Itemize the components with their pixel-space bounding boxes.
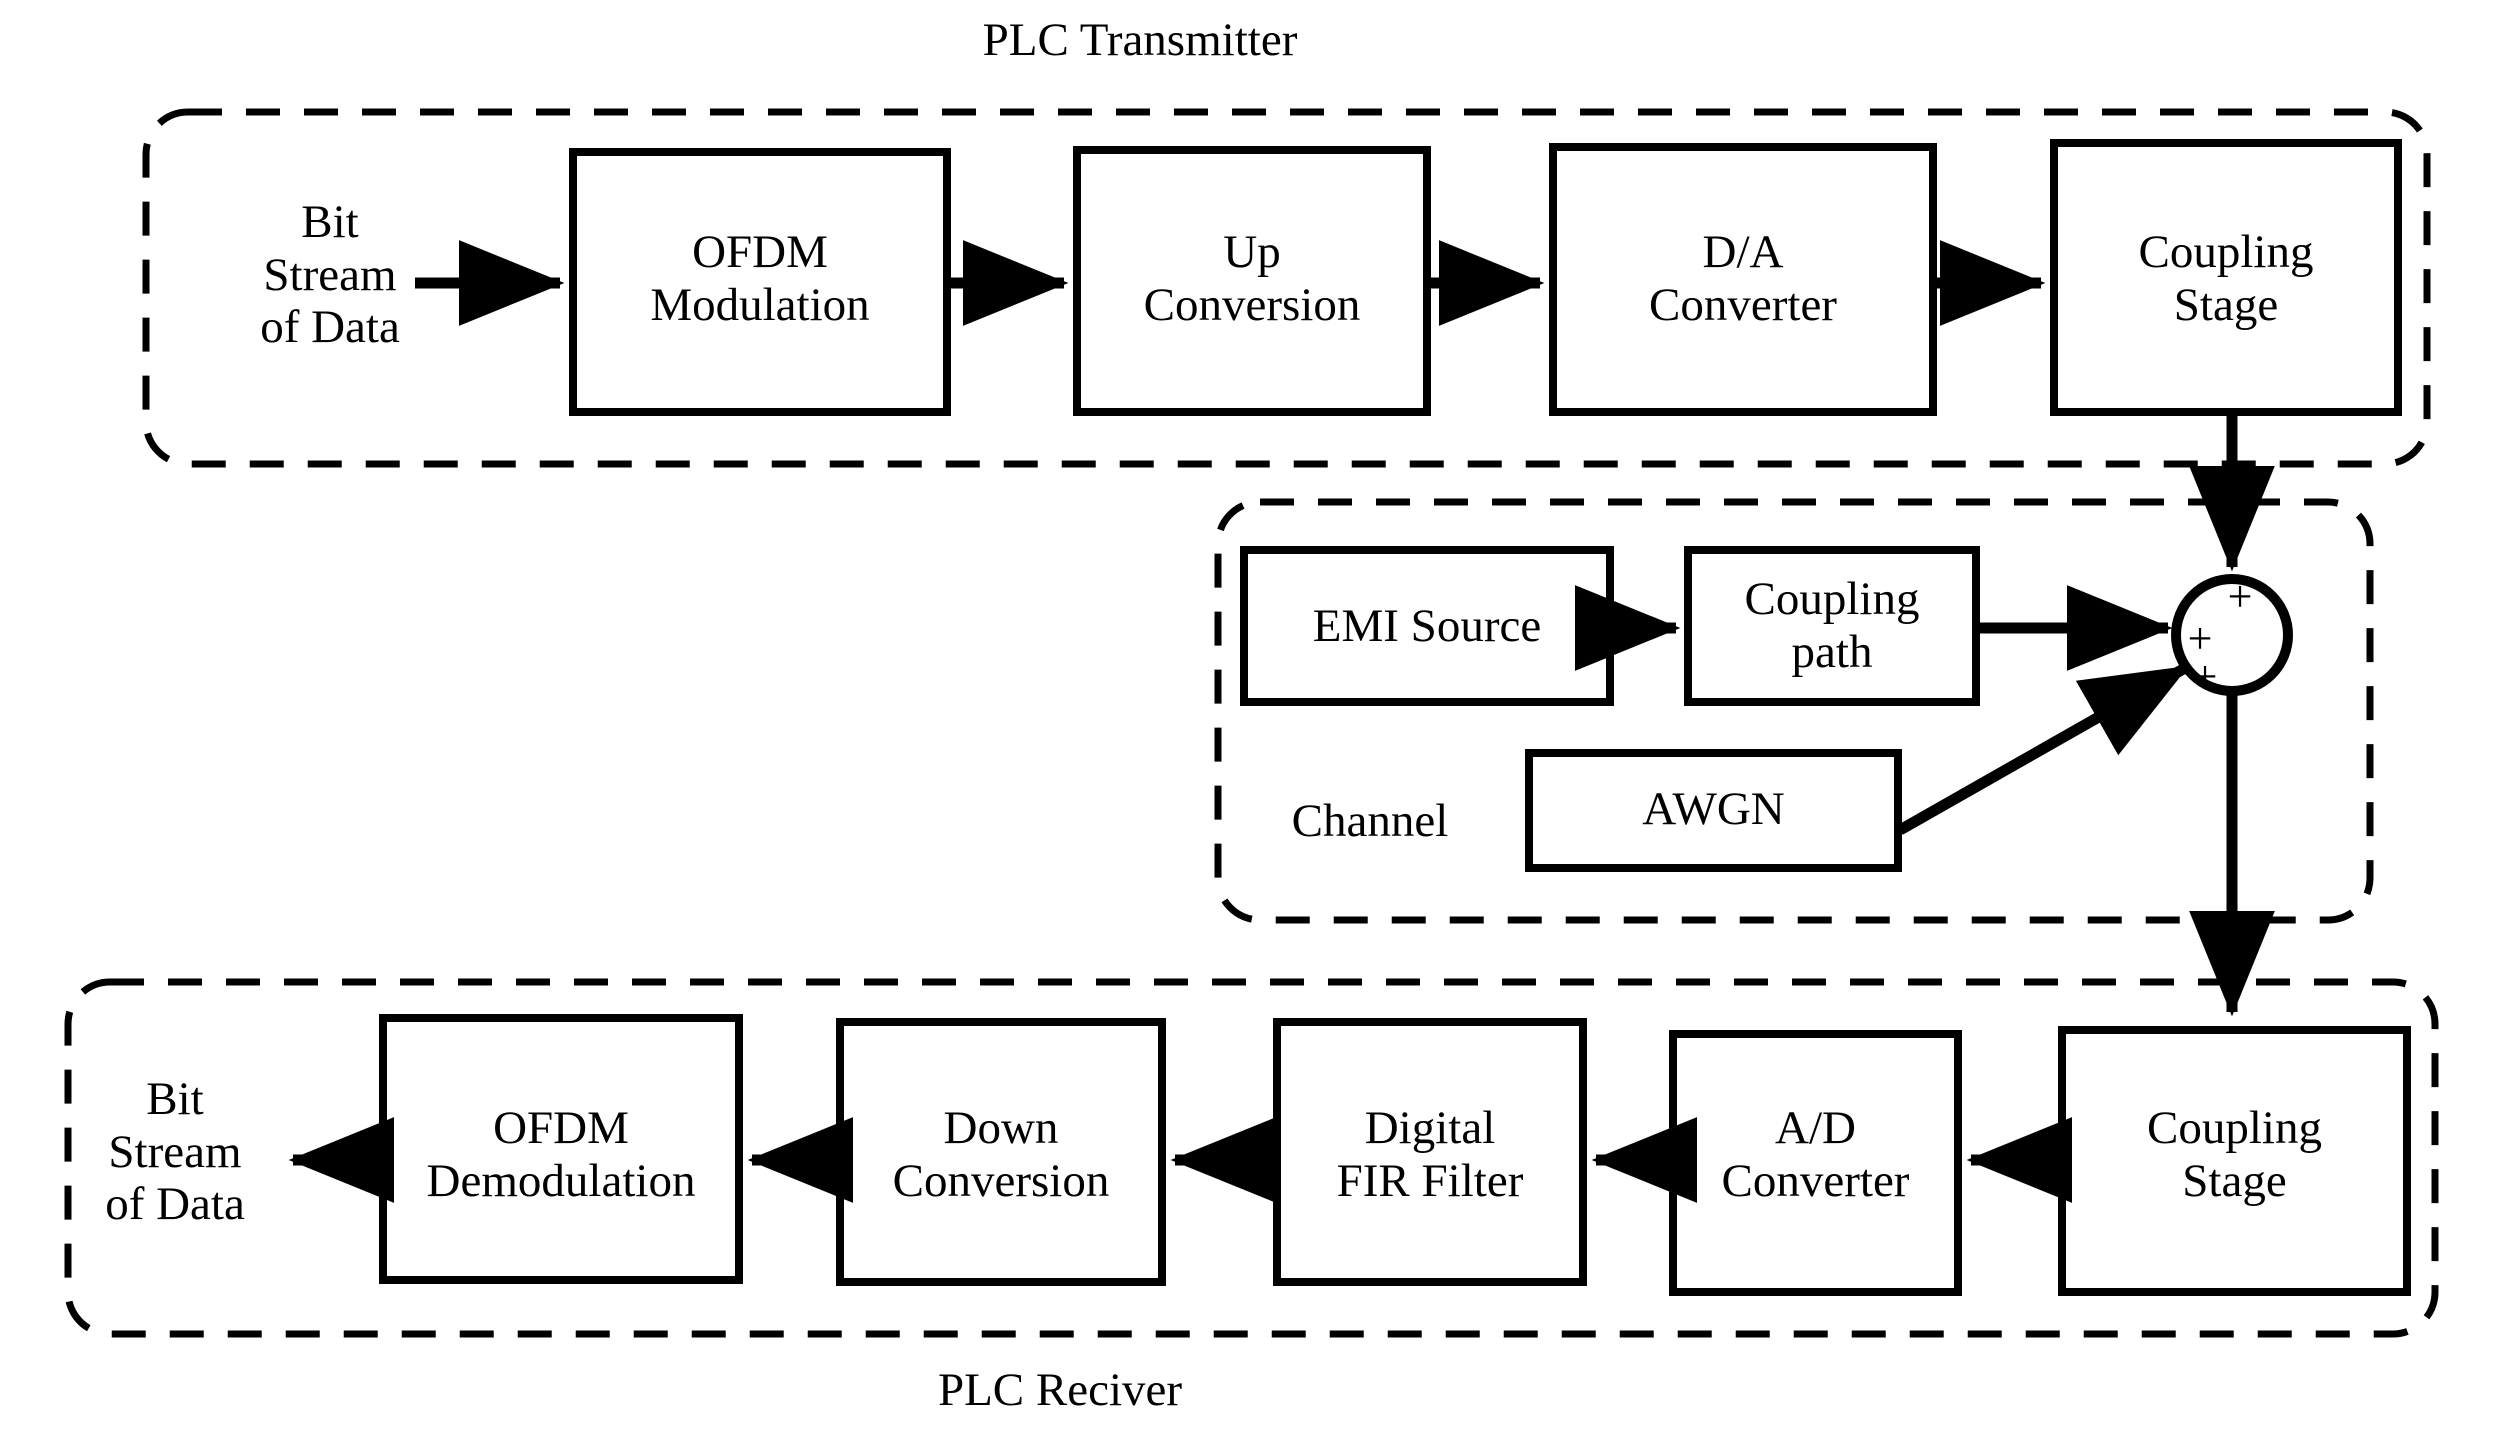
transmitter-group-boundary <box>142 108 2431 468</box>
block-awgn[interactable] <box>1525 749 1902 872</box>
block-coupling-stage-tx[interactable] <box>2050 139 2402 416</box>
block-da-converter[interactable] <box>1549 143 1937 416</box>
channel-group-boundary <box>1214 498 2374 924</box>
block-ofdm-modulation[interactable] <box>569 148 951 416</box>
block-down-conversion[interactable] <box>836 1018 1166 1286</box>
block-digital-fir-filter[interactable] <box>1273 1018 1587 1286</box>
block-emi-source[interactable] <box>1240 546 1614 706</box>
block-ad-converter[interactable] <box>1669 1030 1962 1296</box>
arrow-awgn-to-summing-junction <box>1897 663 2189 835</box>
summing-junction-circle[interactable] <box>2171 574 2293 696</box>
block-coupling-path[interactable] <box>1684 546 1980 706</box>
receiver-group-boundary <box>64 978 2439 1338</box>
block-up-conversion[interactable] <box>1073 146 1431 416</box>
block-ofdm-demodulation[interactable] <box>379 1014 743 1284</box>
block-coupling-stage-rx[interactable] <box>2058 1026 2411 1296</box>
